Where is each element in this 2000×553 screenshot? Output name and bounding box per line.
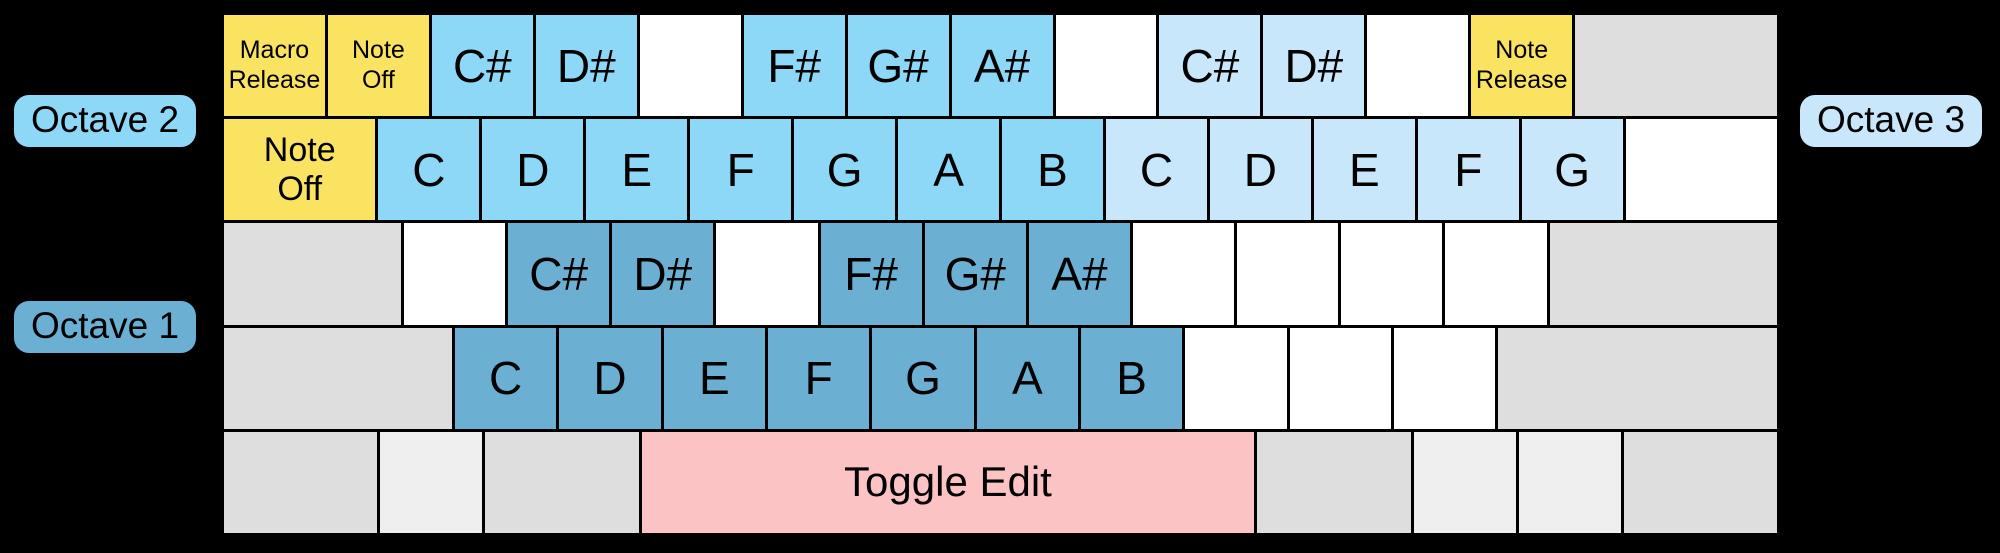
blank-key xyxy=(1625,119,1778,221)
note-off-key: Note Off xyxy=(224,119,376,221)
note-key-a-sharp: A# xyxy=(951,15,1053,117)
modifier-key xyxy=(1623,431,1778,534)
modifier-key xyxy=(224,431,378,534)
note-key-g: G xyxy=(872,327,974,429)
octave-1-label: Octave 1 xyxy=(14,301,197,354)
note-key-a: A xyxy=(976,327,1078,429)
note-key-b: B xyxy=(1080,327,1183,429)
modifier-key xyxy=(380,431,483,534)
note-key-e: E xyxy=(586,119,688,221)
modifier-key xyxy=(1498,327,1777,429)
space-row: Toggle Edit xyxy=(224,431,1778,534)
note-key-g: G xyxy=(794,119,896,221)
modifier-key xyxy=(485,431,639,534)
note-key-d: D xyxy=(1209,119,1311,221)
note-key-f: F xyxy=(690,119,792,221)
note-key-d-sharp: D# xyxy=(612,223,714,325)
blank-key xyxy=(403,223,506,325)
note-key-c: C xyxy=(455,327,557,429)
note-key-c: C xyxy=(378,119,480,221)
note-key-g-sharp: G# xyxy=(924,223,1026,325)
modifier-key xyxy=(1257,431,1411,534)
note-key-d: D xyxy=(482,119,584,221)
blank-key xyxy=(1341,223,1443,325)
blank-key xyxy=(1445,223,1547,325)
note-key-g: G xyxy=(1521,119,1623,221)
note-key-g-sharp: G# xyxy=(847,15,949,117)
blank-key xyxy=(1393,327,1496,429)
home-row: C#D# F#G#A# xyxy=(224,223,1778,325)
macro-release-key: Macro Release xyxy=(224,15,325,117)
note-key-b: B xyxy=(1002,119,1103,221)
note-key-c-sharp: C# xyxy=(508,223,610,325)
octave-3-label: Octave 3 xyxy=(1800,95,1983,148)
modifier-key xyxy=(1575,15,1778,117)
blank-key xyxy=(716,223,818,325)
blank-key xyxy=(1055,15,1157,117)
note-key-a-sharp: A# xyxy=(1028,223,1130,325)
modifier-key xyxy=(224,327,452,429)
note-key-c: C xyxy=(1105,119,1207,221)
note-key-f-sharp: F# xyxy=(743,15,845,117)
blank-key xyxy=(1185,327,1287,429)
note-key-a: A xyxy=(898,119,1000,221)
toggle-edit-key: Toggle Edit xyxy=(641,431,1255,534)
note-key-e: E xyxy=(663,327,765,429)
blank-key xyxy=(639,15,741,117)
note-key-f: F xyxy=(767,327,870,429)
modifier-key xyxy=(1413,431,1516,534)
octave-2-label: Octave 2 xyxy=(14,95,197,148)
note-key-d-sharp: D# xyxy=(1263,15,1365,117)
note-key-f: F xyxy=(1417,119,1519,221)
note-key-d-sharp: D# xyxy=(535,15,637,117)
blank-key xyxy=(1289,327,1391,429)
blank-key xyxy=(1237,223,1339,325)
modifier-key xyxy=(224,223,401,325)
blank-key xyxy=(1132,223,1235,325)
note-key-c-sharp: C# xyxy=(431,15,533,117)
modifier-key xyxy=(1518,431,1621,534)
note-key-c-sharp: C# xyxy=(1159,15,1261,117)
note-off-key: Note Off xyxy=(327,15,429,117)
note-key-f-sharp: F# xyxy=(820,223,922,325)
note-key-d: D xyxy=(559,327,661,429)
note-release-key: Note Release xyxy=(1471,15,1573,117)
blank-key xyxy=(1367,15,1469,117)
note-key-e: E xyxy=(1313,119,1415,221)
modifier-key xyxy=(1549,223,1778,325)
